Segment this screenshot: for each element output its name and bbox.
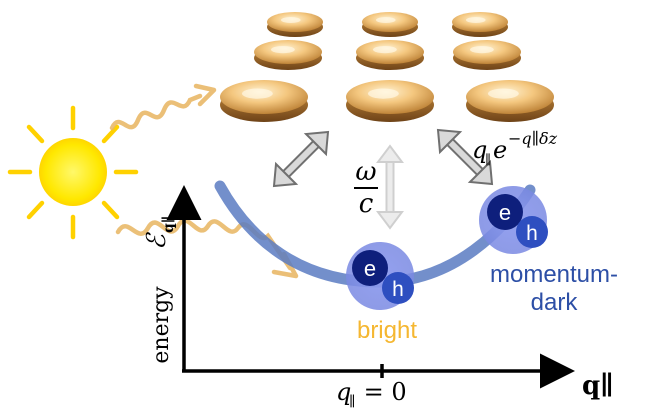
bright-label: bright [357,317,417,344]
dark-label-line1: momentum- [490,261,618,288]
energy-label: energy [149,286,174,364]
q-zero-label: q ∥ = 0 [336,378,407,410]
svg-text:∥: ∥ [349,394,355,410]
dark-exciton: e h [479,186,548,254]
q-axis-label: q∥ [582,371,614,401]
svg-text:q: q [472,136,487,164]
electron-icon [352,250,388,286]
electron-label: e [499,200,511,225]
svg-text:e: e [493,136,507,164]
nanodisk-icon [267,12,323,37]
nanodisk-icon [220,80,308,122]
hole-icon [382,272,414,304]
svg-text:∥: ∥ [485,153,491,168]
coupling-arrow-right [436,128,494,186]
svg-text:ω: ω [355,157,376,187]
nanodisk-icon [362,12,418,37]
dark-label-line2: dark [531,289,579,316]
nanodisk-icon [453,40,521,70]
sun-icon [7,105,139,240]
axes [166,185,575,389]
nanodisk-icon [254,40,322,70]
photon-coupling-arrow [376,144,404,230]
photon-momentum-fraction: ω c [354,157,378,219]
svg-text:q∥: q∥ [582,371,614,401]
hole-icon [516,216,548,248]
electron-icon [487,194,523,230]
nanodisk-icon [466,80,554,122]
bright-exciton: e h [346,242,414,310]
energy-axis-symbol: ℰ q∥ [142,216,177,250]
svg-text:ℰ: ℰ [142,232,172,250]
svg-text:−q∥δz: −q∥δz [508,129,558,148]
nanodisk-icon [346,80,434,122]
coupling-formula: q ∥ e −q∥δz [472,129,558,168]
nanodisk-array [220,12,554,122]
svg-text:= 0: = 0 [356,378,407,406]
svg-text:c: c [359,189,374,219]
nanodisk-icon [356,40,424,70]
nanodisk-icon [452,12,508,37]
svg-text:q: q [336,378,351,406]
photon-to-disks [109,83,217,131]
coupling-arrow-left [272,130,330,188]
electron-label: e [364,256,376,281]
hole-label: h [526,222,538,245]
hole-label: h [392,278,404,301]
svg-text:q∥: q∥ [161,216,177,233]
